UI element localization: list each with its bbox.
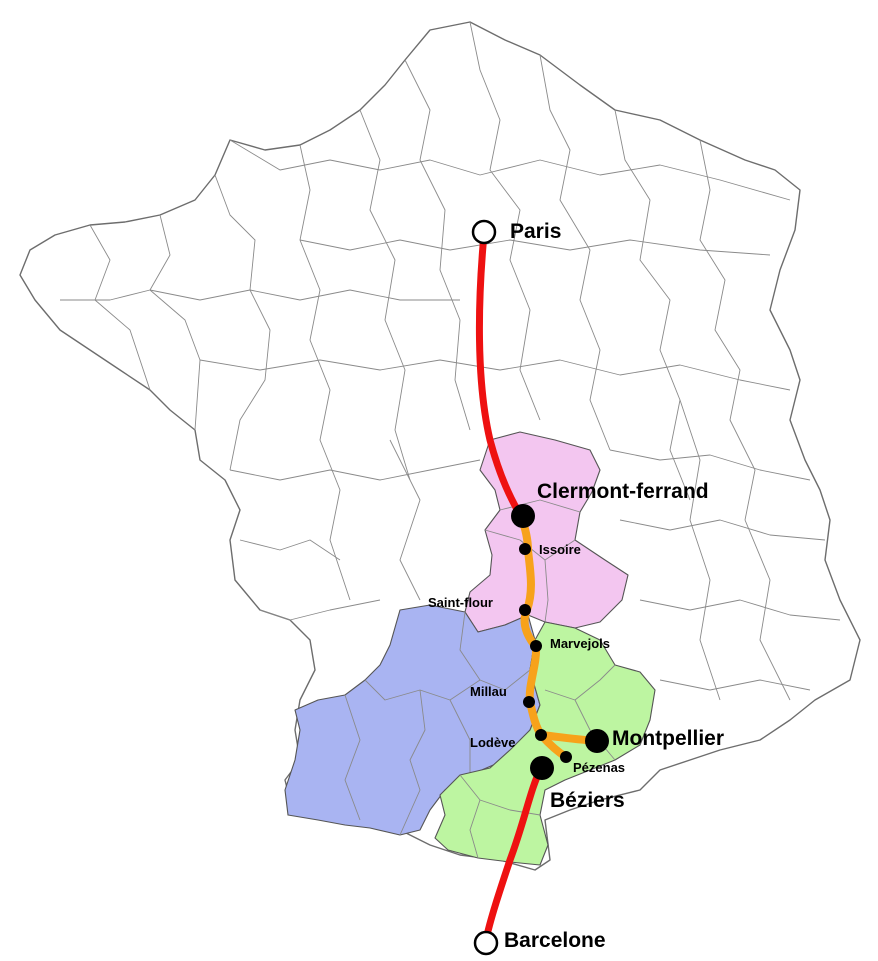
barcelone-station-marker[interactable]	[473, 930, 499, 956]
label-millau: Millau	[470, 684, 507, 699]
label-issoire: Issoire	[539, 542, 581, 557]
montpellier-marker[interactable]	[585, 729, 609, 753]
label-barcelone: Barcelone	[504, 929, 606, 952]
clermont-marker[interactable]	[511, 504, 535, 528]
label-pezenas: Pézenas	[573, 760, 625, 775]
beziers-marker[interactable]	[530, 756, 554, 780]
route-paris-clermont	[475, 230, 525, 520]
label-lodeve: Lodève	[470, 735, 516, 750]
millau-marker[interactable]	[523, 696, 535, 708]
saint-flour-marker[interactable]	[519, 604, 531, 616]
label-saint-flour: Saint-flour	[428, 595, 493, 610]
label-marvejols: Marvejols	[550, 636, 610, 651]
label-montpellier: Montpellier	[612, 727, 724, 750]
label-paris: Paris	[510, 220, 561, 243]
label-clermont: Clermont-ferrand	[537, 480, 709, 503]
pezenas-marker[interactable]	[560, 751, 572, 763]
label-beziers: Béziers	[550, 789, 625, 812]
department-borders	[60, 21, 841, 701]
marvejols-marker[interactable]	[530, 640, 542, 652]
issoire-marker[interactable]	[519, 543, 531, 555]
paris-station-marker[interactable]	[471, 219, 497, 245]
route-beziers-barcelone	[482, 764, 545, 944]
lodeve-marker[interactable]	[535, 729, 547, 741]
